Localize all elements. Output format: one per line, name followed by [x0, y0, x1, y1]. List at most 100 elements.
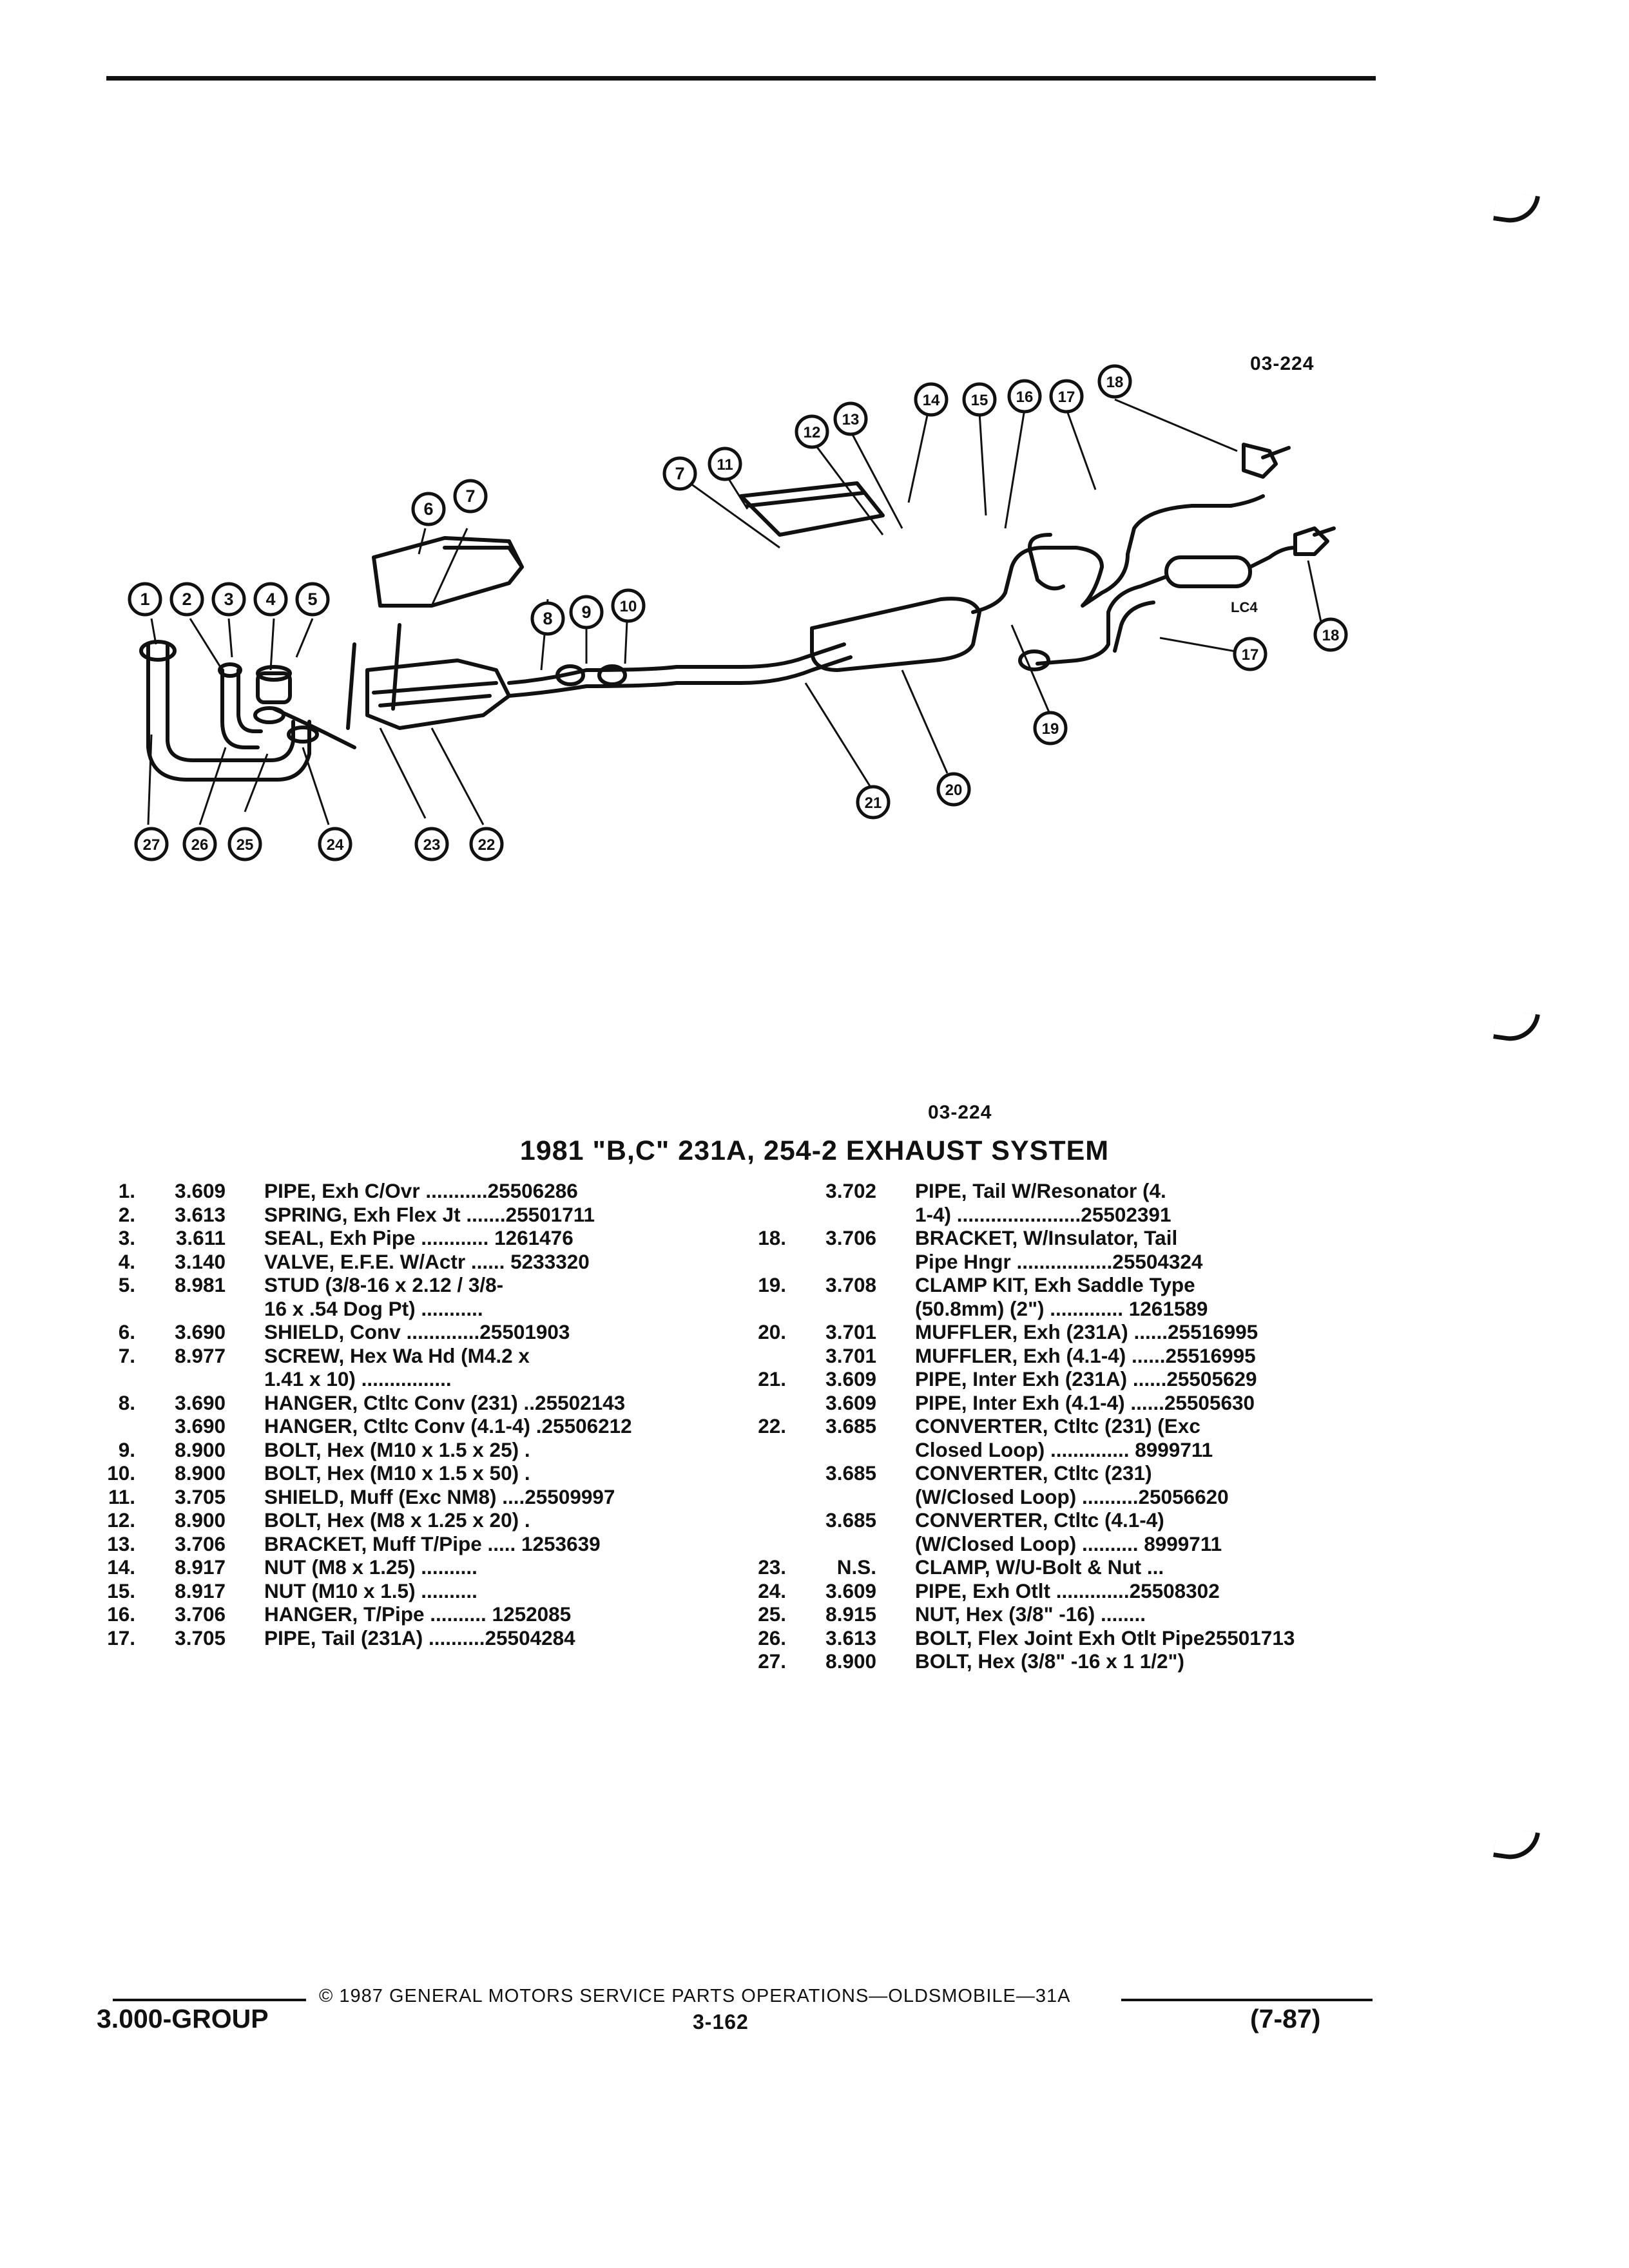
callout-number: 16: [1016, 389, 1034, 406]
part-description: SPRING, Exh Flex Jt .......25501711: [264, 1202, 595, 1226]
parts-list-row: (W/Closed Loop) .......... 8999711: [715, 1532, 1295, 1556]
footer-date: (7-87): [1250, 2004, 1321, 2033]
part-number: 3.: [118, 1226, 135, 1249]
callout-number: 9: [581, 602, 591, 622]
callout-number: 21: [865, 794, 882, 812]
callout-circle: [414, 827, 449, 861]
part-number: [715, 1179, 786, 1203]
group-number: [135, 1367, 226, 1391]
group-number: 3.701: [825, 1343, 876, 1367]
callout-circle: [833, 401, 868, 436]
part-number: 21.: [758, 1367, 786, 1390]
callout-circle: [134, 827, 169, 861]
part-number: [715, 1508, 786, 1532]
part-description: NUT (M10 x 1.5) ..........: [264, 1579, 477, 1602]
callout-circle: [318, 827, 352, 861]
callout-circle: [530, 601, 565, 636]
callout-circle: [211, 582, 246, 617]
callout-circle: [795, 414, 829, 449]
part-number: [715, 1344, 786, 1368]
callout-number: 17: [1242, 646, 1259, 664]
part-number: 2.: [118, 1202, 135, 1226]
part-number: 25.: [758, 1602, 786, 1626]
part-description: BOLT, Hex (M8 x 1.25 x 20) .: [264, 1508, 530, 1532]
part-number: 8.: [118, 1390, 135, 1414]
variant-label: LC4: [1231, 599, 1258, 615]
callout-circle: [1049, 379, 1084, 414]
callout-number: 7: [465, 486, 475, 506]
part-number: [64, 1297, 135, 1321]
callout-circle: [569, 595, 604, 629]
callout-number: 13: [842, 411, 860, 428]
part-number: 23.: [758, 1555, 786, 1579]
group-number: [135, 1297, 226, 1321]
group-number: N.S.: [836, 1555, 876, 1579]
part-number: 17.: [107, 1626, 135, 1649]
callout-circle: [708, 447, 742, 481]
part-description: Pipe Hngr .................25504324: [915, 1249, 1203, 1273]
group-number: 3.706: [825, 1226, 876, 1249]
group-number: 3.706: [175, 1532, 226, 1555]
part-number: 16.: [107, 1602, 135, 1626]
part-description: HANGER, T/Pipe .......... 1252085: [264, 1602, 572, 1626]
callout-circle: [914, 382, 949, 417]
callout-circle: [128, 582, 162, 617]
part-description: SCREW, Hex Wa Hd (M4.2 x: [264, 1343, 530, 1367]
group-number: 8.900: [175, 1437, 226, 1461]
part-description: PIPE, Tail W/Resonator (4.: [915, 1179, 1166, 1202]
callout-number: 18: [1106, 374, 1124, 391]
callout-number: 6: [423, 499, 433, 519]
part-number: 13.: [107, 1532, 135, 1555]
part-number: 26.: [758, 1626, 786, 1649]
part-description: MUFFLER, Exh (4.1-4) ......25516995: [915, 1343, 1256, 1367]
part-description: CLAMP KIT, Exh Saddle Type: [915, 1273, 1195, 1296]
callout-circle: [469, 827, 504, 861]
part-description: 1.41 x 10) ................: [264, 1367, 452, 1390]
part-number: 20.: [758, 1320, 786, 1343]
part-number: [715, 1532, 786, 1556]
callout-circle: [1233, 637, 1268, 671]
part-number: [64, 1367, 135, 1391]
part-description: BOLT, Hex (3/8" -16 x 1 1/2"): [915, 1649, 1184, 1673]
part-number: 27.: [758, 1649, 786, 1673]
part-description: CLAMP, W/U-Bolt & Nut ...: [915, 1555, 1164, 1579]
group-number: 8.981: [175, 1273, 226, 1296]
binder-tick-mark: [1493, 1827, 1540, 1863]
part-description: HANGER, Ctltc Conv (231) ..25502143: [264, 1390, 626, 1414]
part-description: HANGER, Ctltc Conv (4.1-4) .25506212: [264, 1414, 632, 1437]
callout-circle: [962, 382, 997, 417]
callout-circle: [1033, 711, 1068, 745]
parts-list-row: Pipe Hngr .................25504324: [715, 1250, 1295, 1274]
top-rule: [106, 76, 1376, 81]
part-number: [715, 1203, 786, 1227]
group-number: 3.701: [825, 1320, 876, 1343]
parts-list-row: 3.701 MUFFLER, Exh (4.1-4) ......25516995: [715, 1344, 1295, 1368]
part-description: VALVE, E.F.E. W/Actr ...... 5233320: [264, 1249, 590, 1273]
group-number: 3.705: [175, 1485, 226, 1508]
parts-list-row: 1-4) ......................25502391: [715, 1203, 1295, 1227]
callout-number: 7: [675, 464, 684, 483]
callout-circle: [295, 582, 330, 617]
part-number: 14.: [107, 1555, 135, 1579]
part-number: 10.: [107, 1461, 135, 1485]
part-number: [715, 1438, 786, 1462]
callout-number: 19: [1042, 720, 1059, 738]
part-number: 7.: [118, 1343, 135, 1367]
